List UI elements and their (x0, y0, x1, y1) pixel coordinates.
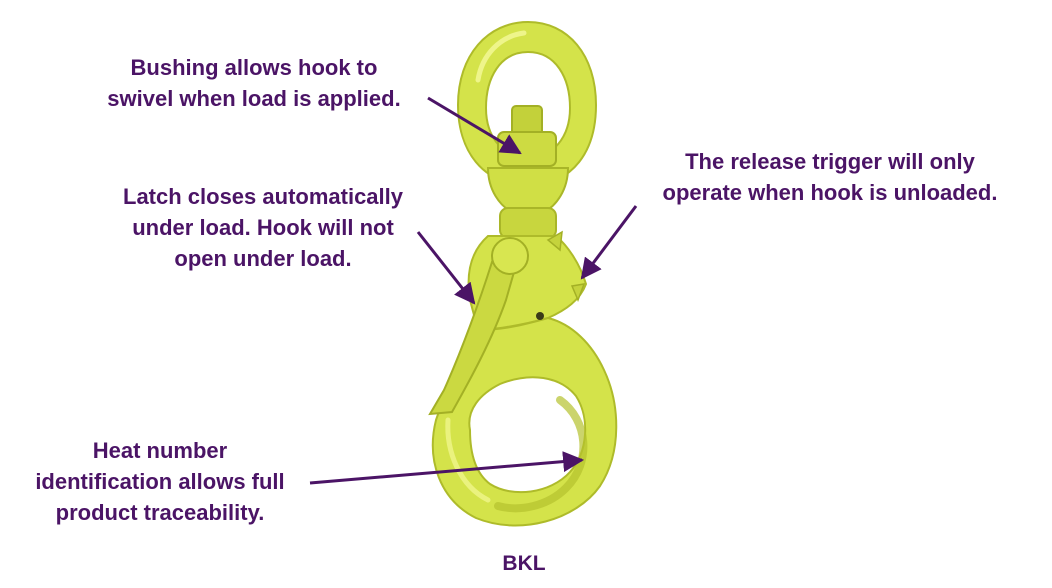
callout-trigger: The release trigger will only operate wh… (640, 146, 1020, 208)
release-trigger (536, 230, 586, 320)
callout-heat-line2: identification allows full (35, 469, 285, 494)
trigger-arrow (580, 205, 638, 280)
latch-arm (428, 260, 516, 416)
hook-highlight (445, 417, 491, 503)
swivel-eye-highlight (475, 30, 527, 83)
callout-latch: Latch closes automatically under load. H… (98, 181, 428, 274)
latch (428, 237, 529, 416)
trigger-hole (536, 312, 544, 320)
heat-arrow (309, 451, 585, 485)
swivel-eye (456, 20, 598, 187)
hook-shadow (494, 396, 588, 513)
latch-pivot (491, 237, 529, 275)
callout-trigger-line2: operate when hook is unloaded. (662, 180, 998, 205)
bushing (497, 105, 557, 167)
callout-heat-number: Heat number identification allows full p… (10, 435, 310, 528)
product-code-label: BKL (502, 552, 546, 575)
callout-bushing-line2: swivel when load is applied. (107, 86, 401, 111)
swivel-collar (486, 167, 570, 239)
callout-heat-line1: Heat number (92, 438, 228, 463)
callout-latch-line2: under load. Hook will not (132, 215, 394, 240)
callout-latch-line3: open under load. (174, 246, 352, 271)
callout-trigger-line1: The release trigger will only (685, 149, 975, 174)
callout-heat-line3: product traceability. (55, 500, 265, 525)
callout-bushing-line1: Bushing allows hook to (130, 55, 378, 80)
bushing-arrow (427, 96, 522, 155)
latch-arrow (416, 231, 476, 305)
callout-latch-line1: Latch closes automatically (123, 184, 403, 209)
bushing-block (497, 131, 557, 167)
callout-bushing: Bushing allows hook to swivel when load … (84, 52, 424, 114)
